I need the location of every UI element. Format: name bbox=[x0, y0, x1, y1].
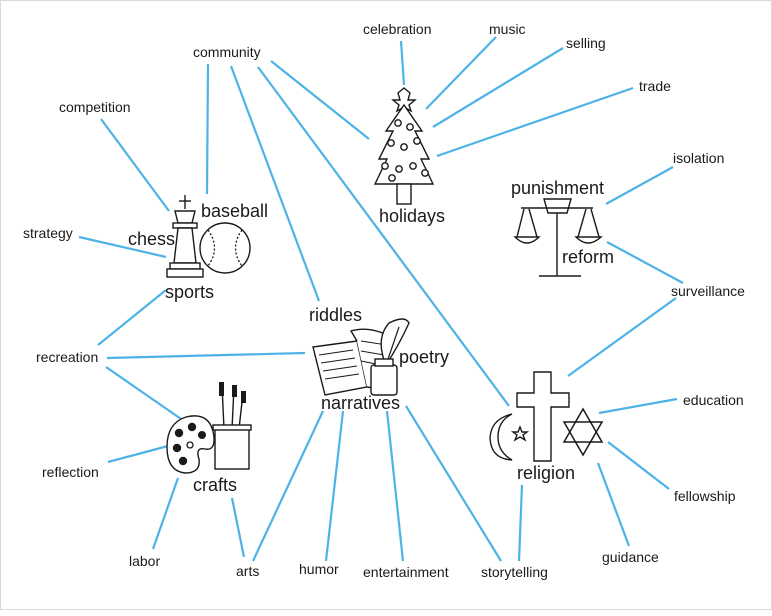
link-arts-crafts bbox=[230, 497, 246, 558]
link-isolation-punishment bbox=[605, 166, 674, 205]
chess-king-icon bbox=[166, 195, 204, 278]
cross-icon bbox=[516, 371, 570, 462]
link-education-religion bbox=[598, 397, 678, 415]
link-trade-holidays bbox=[436, 86, 634, 158]
quill-inkwell-icon bbox=[370, 318, 410, 396]
paint-palette-icon bbox=[166, 415, 215, 474]
label-isolation: isolation bbox=[673, 150, 724, 166]
label-religion: religion bbox=[517, 463, 575, 483]
scales-icon bbox=[513, 198, 603, 277]
link-selling-holidays bbox=[432, 47, 564, 128]
label-selling: selling bbox=[566, 35, 606, 51]
link-guidance-religion bbox=[596, 462, 631, 547]
link-storytelling-narratives bbox=[405, 405, 502, 562]
link-community-religion bbox=[257, 66, 510, 407]
connectors bbox=[78, 36, 684, 562]
link-surveillance-religion bbox=[567, 297, 677, 377]
link-humor-narratives bbox=[324, 410, 345, 562]
label-arts: arts bbox=[236, 563, 259, 579]
label-crafts: crafts bbox=[193, 475, 237, 495]
link-community-baseball bbox=[205, 63, 210, 195]
central-topic-labels: holidays punishment reform chess basebal… bbox=[128, 178, 614, 495]
crescent-star-icon bbox=[489, 413, 530, 461]
label-storytelling: storytelling bbox=[481, 564, 548, 580]
label-narratives: narratives bbox=[321, 393, 400, 413]
label-education: education bbox=[683, 392, 744, 408]
brush-jar-icon bbox=[212, 382, 252, 470]
label-recreation: recreation bbox=[36, 349, 98, 365]
label-celebration: celebration bbox=[363, 21, 432, 37]
star-of-david-icon bbox=[562, 407, 604, 457]
link-celebration-holidays bbox=[399, 40, 406, 86]
link-community-holidays bbox=[270, 60, 370, 140]
link-storytelling-religion bbox=[517, 484, 524, 562]
label-sports: sports bbox=[165, 282, 214, 302]
link-entertainment-narratives bbox=[385, 410, 405, 562]
label-chess: chess bbox=[128, 229, 175, 249]
link-surveillance-reform bbox=[606, 241, 684, 284]
label-guidance: guidance bbox=[602, 549, 659, 565]
label-strategy: strategy bbox=[23, 225, 73, 241]
link-recreation-sports bbox=[97, 289, 167, 346]
label-reform: reform bbox=[562, 247, 614, 267]
label-humor: humor bbox=[299, 561, 339, 577]
link-strategy-sports bbox=[78, 235, 167, 259]
link-competition-chess bbox=[100, 118, 170, 212]
label-community: community bbox=[193, 44, 261, 60]
label-trade: trade bbox=[639, 78, 671, 94]
label-music: music bbox=[489, 21, 526, 37]
term-labels: celebration music selling community trad… bbox=[23, 21, 745, 580]
link-labor-crafts bbox=[151, 477, 180, 550]
christmas-tree-icon bbox=[373, 87, 435, 205]
label-surveillance: surveillance bbox=[671, 283, 745, 299]
link-reflection-crafts bbox=[107, 444, 169, 464]
label-poetry: poetry bbox=[399, 347, 449, 367]
label-holidays: holidays bbox=[379, 206, 445, 226]
label-punishment: punishment bbox=[511, 178, 604, 198]
label-labor: labor bbox=[129, 553, 160, 569]
link-recreation-riddles bbox=[106, 351, 306, 360]
label-baseball: baseball bbox=[201, 201, 268, 221]
link-recreation-crafts bbox=[105, 366, 185, 422]
link-fellowship-religion bbox=[607, 441, 670, 490]
link-music-holidays bbox=[425, 36, 497, 110]
link-arts-narratives bbox=[252, 410, 324, 562]
label-reflection: reflection bbox=[42, 464, 99, 480]
baseball-icon bbox=[199, 222, 251, 274]
link-community-riddles bbox=[229, 65, 321, 302]
label-fellowship: fellowship bbox=[674, 488, 736, 504]
label-entertainment: entertainment bbox=[363, 564, 449, 580]
label-competition: competition bbox=[59, 99, 131, 115]
label-riddles: riddles bbox=[309, 305, 362, 325]
